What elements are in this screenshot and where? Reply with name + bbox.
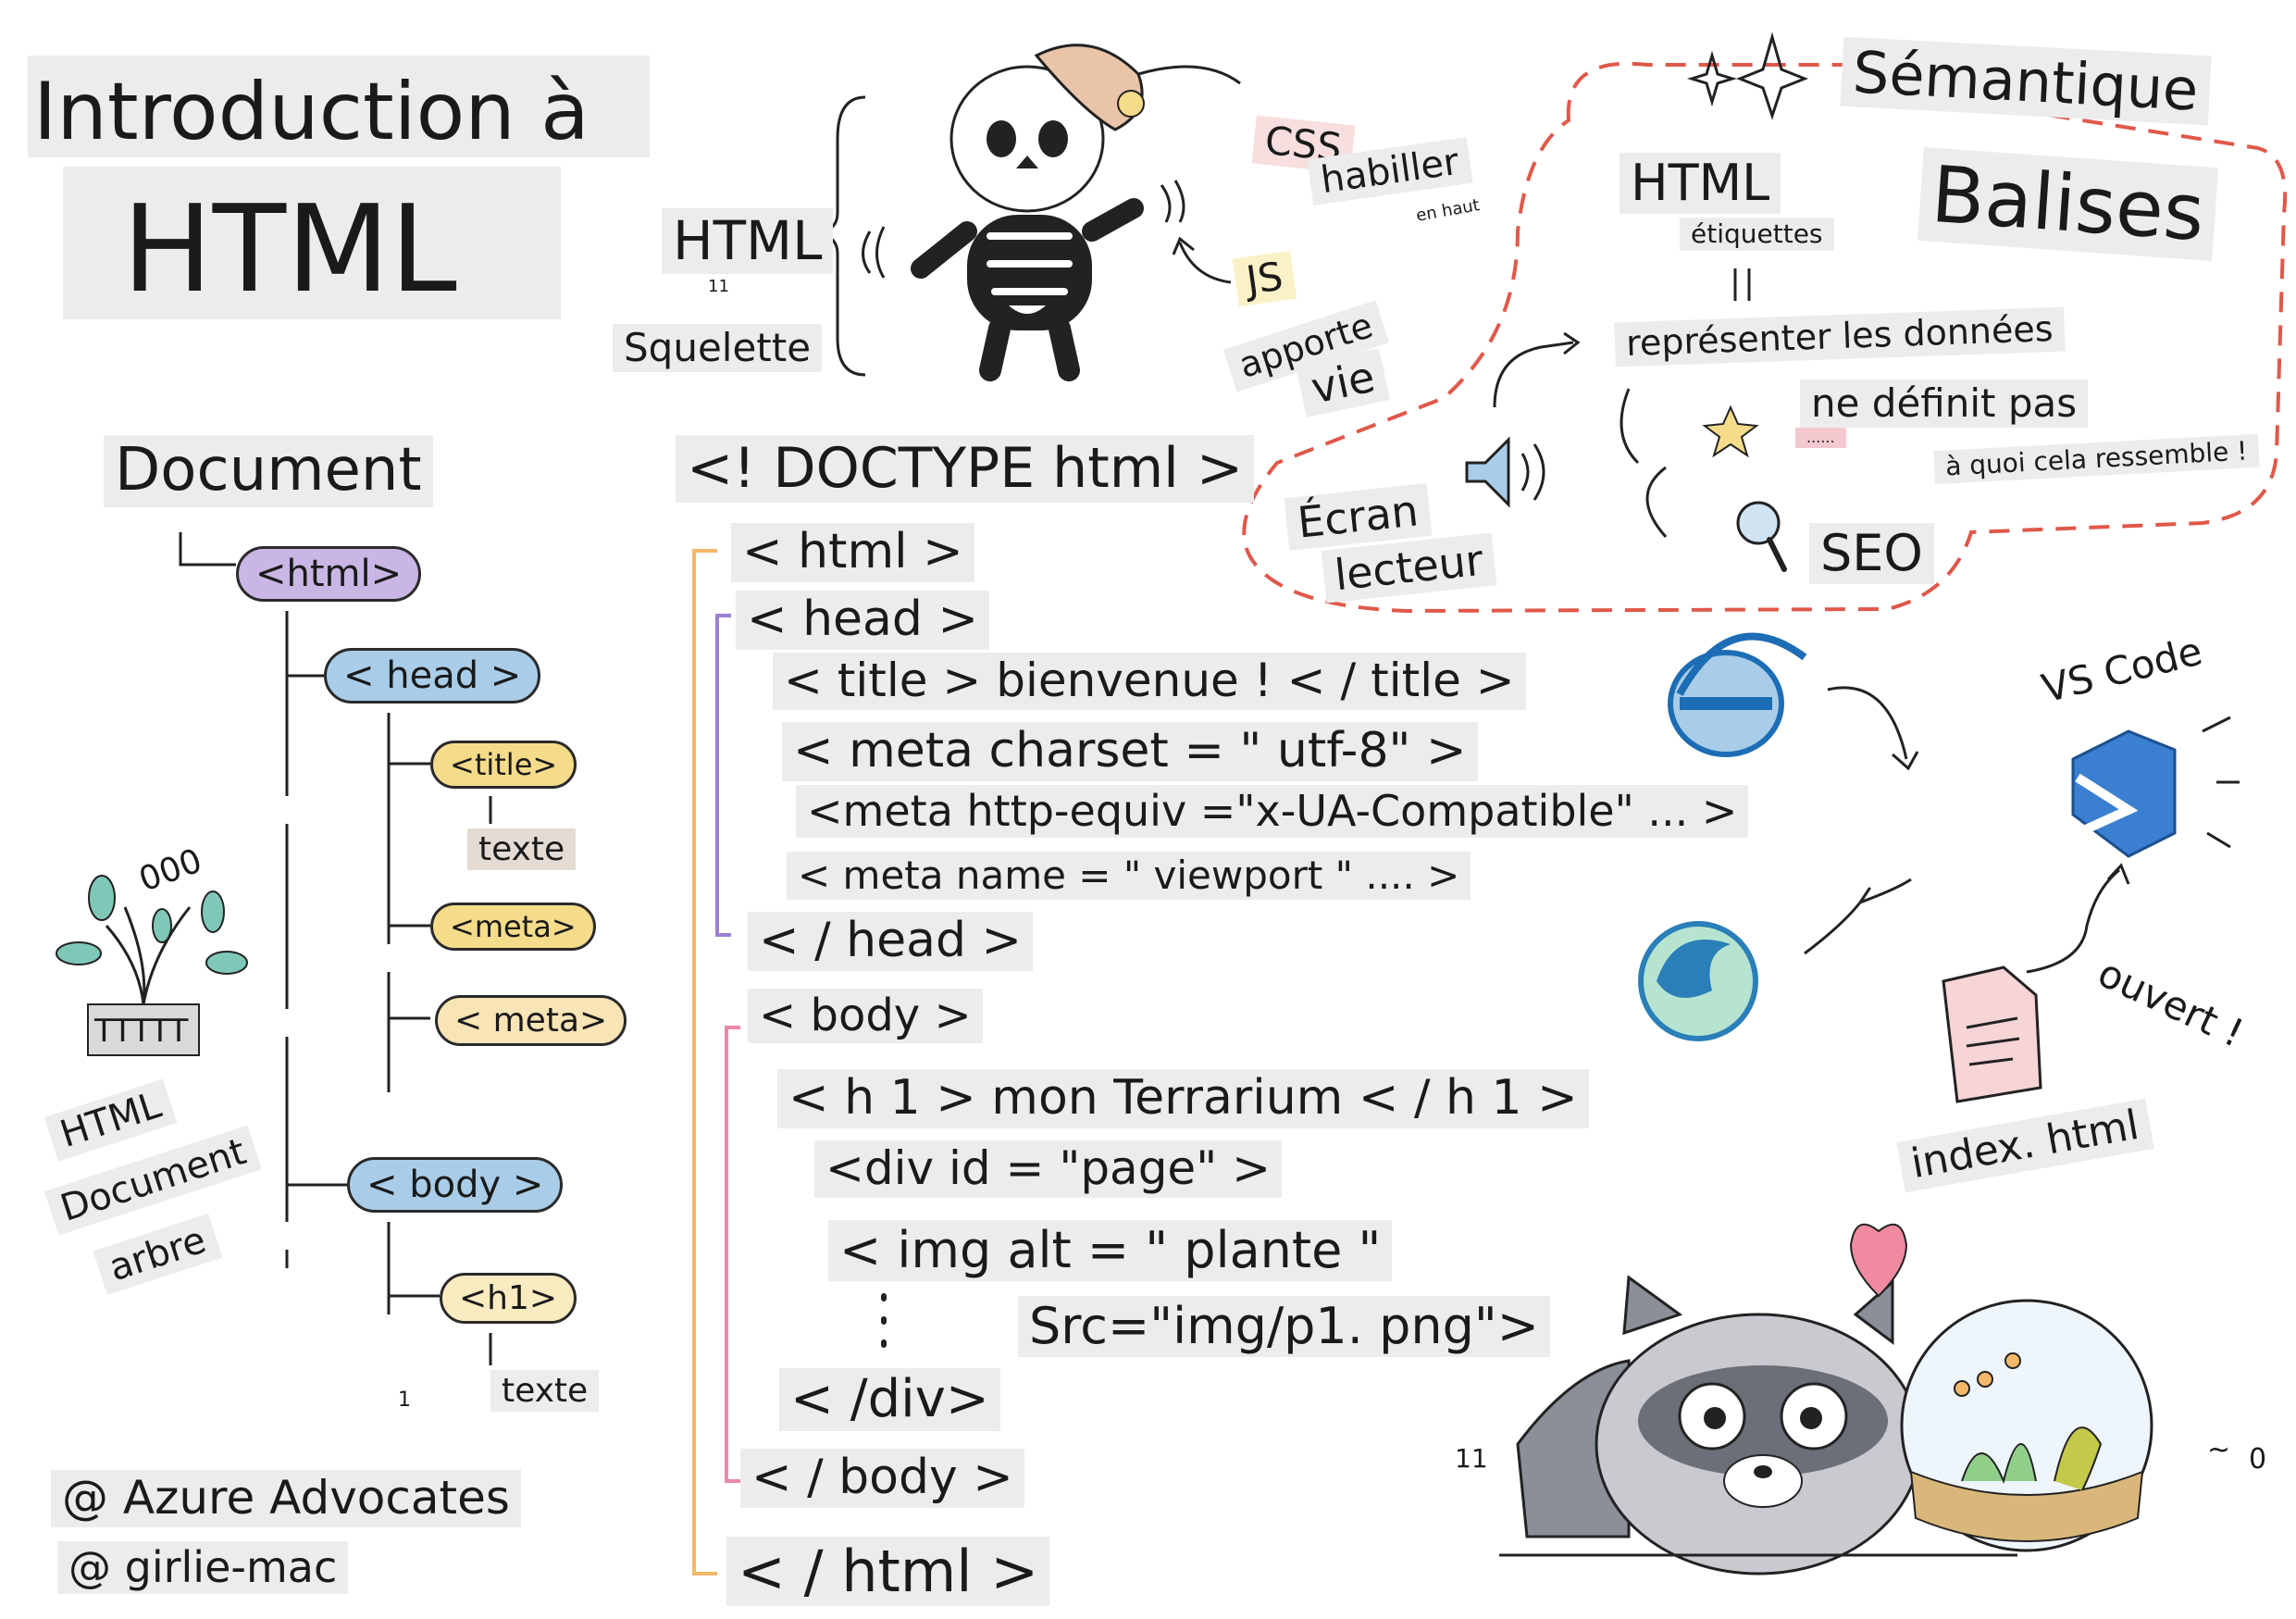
tree-h1-node: <h1>	[440, 1273, 577, 1324]
not-define-label: ne définit pas	[1800, 380, 2089, 429]
title-line2: HTML	[122, 179, 457, 319]
code-meta-charset: < meta charset = " utf-8" >	[782, 722, 1478, 781]
tree-one: 1	[398, 1389, 411, 1412]
tree-text1: texte	[467, 828, 577, 871]
star-icon	[1702, 405, 1759, 458]
code-h1-line: < h 1 > mon Terrarium < / h 1 >	[777, 1069, 1589, 1128]
title-line2-highlight	[63, 167, 561, 319]
document-title: Document	[104, 435, 433, 507]
tree-text2: texte	[490, 1370, 600, 1413]
file-icon	[1942, 965, 2042, 1103]
code-head-close: < / head >	[748, 912, 1034, 971]
tree-body-node: < body >	[347, 1157, 564, 1213]
dots-label: ......	[1795, 428, 1846, 449]
skeleton-label: Squelette	[613, 324, 823, 373]
plant-icon	[56, 875, 248, 1056]
tree-html-node: <html>	[236, 546, 422, 602]
screen-reader-arrow	[1493, 341, 1574, 408]
code-title-line: < title > bienvenue ! < / title >	[773, 653, 1526, 710]
ie-browser-icon	[1668, 632, 1807, 757]
code-div-open: <div id = "page" >	[814, 1140, 1282, 1198]
html-bracket	[692, 549, 717, 1575]
head-bracket	[715, 614, 731, 937]
raccoon-illustration	[1499, 1275, 2017, 1575]
semantic-html-label: HTML	[1620, 153, 1781, 215]
code-img-src: Src="img/p1. png">	[1018, 1296, 1550, 1358]
plant-pot-label: TTTTT	[94, 1013, 189, 1050]
tree-meta1-node: <meta>	[430, 903, 596, 951]
magnifier-icon	[1736, 501, 1787, 572]
terrarium-illustration	[1900, 1299, 2153, 1552]
vscode-icon	[2071, 729, 2177, 858]
tree-head-node: < head >	[324, 648, 541, 704]
code-img-alt: < img alt = " plante "	[828, 1220, 1393, 1282]
code-meta-http: <meta http-equiv ="x-UA-Compatible" ... …	[796, 785, 1749, 838]
misc-eleven: 11	[1455, 1443, 1488, 1474]
credit-line2: @ girlie-mac	[57, 1541, 349, 1594]
skeleton-html-label: HTML	[662, 208, 834, 274]
code-doctype: <! DOCTYPE html >	[676, 435, 1255, 503]
code-html-close: < / html >	[726, 1537, 1050, 1607]
code-body-open: < body >	[748, 989, 983, 1044]
sparkle-icon	[1686, 31, 1809, 120]
code-head-open: < head >	[736, 591, 990, 650]
seo-label: SEO	[1809, 523, 1934, 585]
heart-icon	[1849, 1223, 1908, 1298]
skeleton-eleven: 11	[708, 277, 729, 296]
equals-mark	[1733, 268, 1751, 301]
js-arrow	[1178, 242, 1232, 284]
misc-tilde: ~	[2207, 1434, 2231, 1466]
labels-label: étiquettes	[1680, 218, 1834, 252]
edge-browser-icon	[1638, 921, 1758, 1041]
code-body-close: < / body >	[740, 1449, 1024, 1508]
code-meta-name: < meta name = " viewport " .... >	[787, 852, 1471, 901]
code-div-close: < /div>	[779, 1368, 1000, 1432]
tree-title-node: <title>	[430, 741, 577, 789]
title-line1: Introduction à	[33, 66, 590, 158]
title-line1-highlight	[28, 56, 650, 157]
speaker-icon	[1465, 436, 1545, 508]
body-bracket	[725, 1026, 740, 1483]
skeleton-figure	[862, 44, 1241, 381]
code-html-open: < html >	[731, 523, 974, 582]
js-label: JS	[1232, 250, 1297, 307]
misc-zero: 0	[2249, 1443, 2267, 1476]
credit-line1: @ Azure Advocates	[51, 1470, 521, 1527]
tree-meta2-node: < meta>	[435, 995, 627, 1046]
